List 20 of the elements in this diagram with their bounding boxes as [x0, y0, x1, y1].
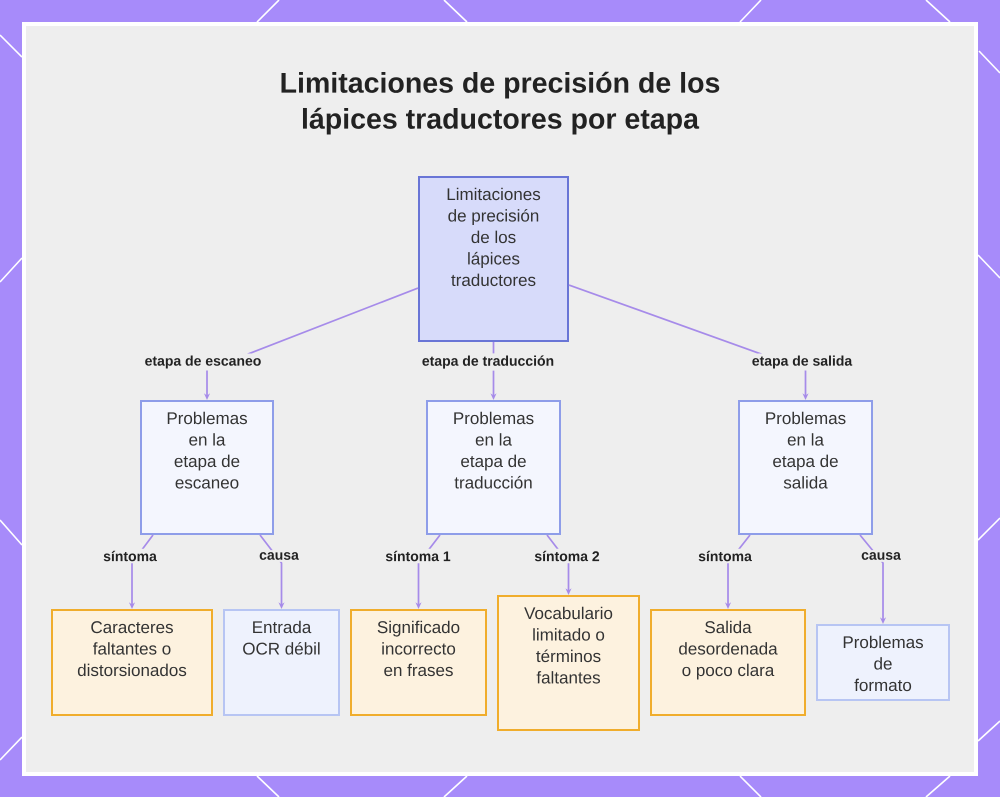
issue-box: Salida desordenada o poco clara: [650, 609, 806, 716]
edge-label: síntoma 1: [383, 548, 453, 564]
stage-box: Problemas en la etapa de traducción: [426, 400, 561, 535]
edge-label: causa: [257, 550, 301, 562]
edge-label: síntoma: [101, 548, 159, 564]
edge-label: síntoma: [696, 548, 754, 564]
topic-box: Limitaciones de precisión de los lápices traductores: [418, 176, 569, 342]
edge-label: etapa de salida: [750, 353, 854, 371]
issue-box: Caracteres faltantes o distorsionados: [51, 609, 213, 716]
edge-label: síntoma 2: [532, 548, 602, 564]
title: Limitaciones de precisión de los lápices traductores por etapa: [282, 72, 720, 135]
issue-box: Vocabulario limitado o términos faltantes: [497, 595, 640, 731]
edge-label: etapa de traducción: [420, 353, 556, 371]
stage-box: Problemas en la etapa de escaneo: [140, 400, 274, 535]
edge-label: causa: [859, 550, 903, 562]
issue-box: Significado incorrecto en frases: [350, 609, 487, 716]
issue-box: Problemas de formato: [816, 624, 950, 701]
edge-label: etapa de escaneo: [142, 353, 264, 371]
stage-box: Problemas en la etapa de salida: [738, 400, 873, 535]
issue-box: Entrada OCR débil: [223, 609, 340, 716]
